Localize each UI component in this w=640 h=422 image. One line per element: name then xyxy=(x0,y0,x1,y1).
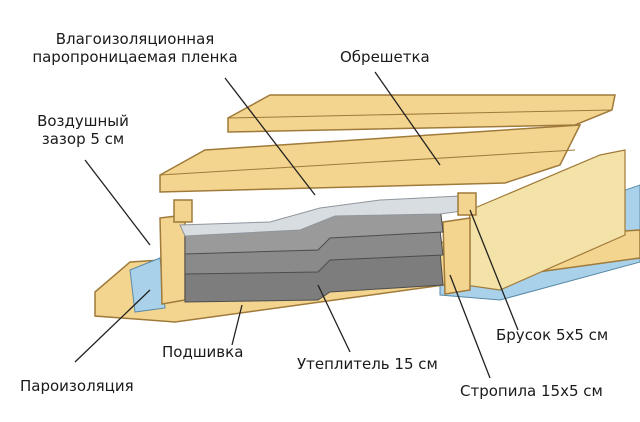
batten-board-lower-edge xyxy=(159,149,576,176)
leader-battens xyxy=(374,71,441,166)
label-air-gap-line2: зазор 5 см xyxy=(41,130,125,148)
batten-board-lower xyxy=(159,124,582,193)
label-insulation: Утеплитель 15 см xyxy=(297,355,438,373)
label-rafters: Стропила 15х5 см xyxy=(460,382,603,400)
batten-board-upper-edge xyxy=(227,109,613,119)
label-battens: Обрешетка xyxy=(340,48,430,66)
leader-soffit xyxy=(231,304,243,346)
label-membrane: Влагоизоляционная паропроницаемая пленка xyxy=(20,30,250,66)
leader-membrane xyxy=(224,77,316,196)
label-membrane-line2: паропроницаемая пленка xyxy=(32,48,238,66)
vapor-barrier-left xyxy=(129,257,166,313)
leader-counter-batten xyxy=(469,209,519,331)
counter-batten-left xyxy=(173,199,193,223)
leader-air-gap xyxy=(84,159,151,246)
right-rafter xyxy=(442,217,471,295)
label-membrane-line1: Влагоизоляционная xyxy=(55,30,215,48)
leader-lines xyxy=(74,71,519,379)
label-soffit: Подшивка xyxy=(162,343,244,361)
label-air-gap: Воздушный зазор 5 см xyxy=(28,112,138,148)
counter-batten-right xyxy=(457,192,477,216)
leader-insulation xyxy=(317,284,351,353)
label-vapor-barrier: Пароизоляция xyxy=(20,377,134,395)
leader-vapor-barrier xyxy=(74,289,151,363)
label-air-gap-line1: Воздушный xyxy=(37,112,129,130)
label-counter-batten: Брусок 5х5 см xyxy=(496,326,609,344)
leader-rafters xyxy=(449,274,491,379)
